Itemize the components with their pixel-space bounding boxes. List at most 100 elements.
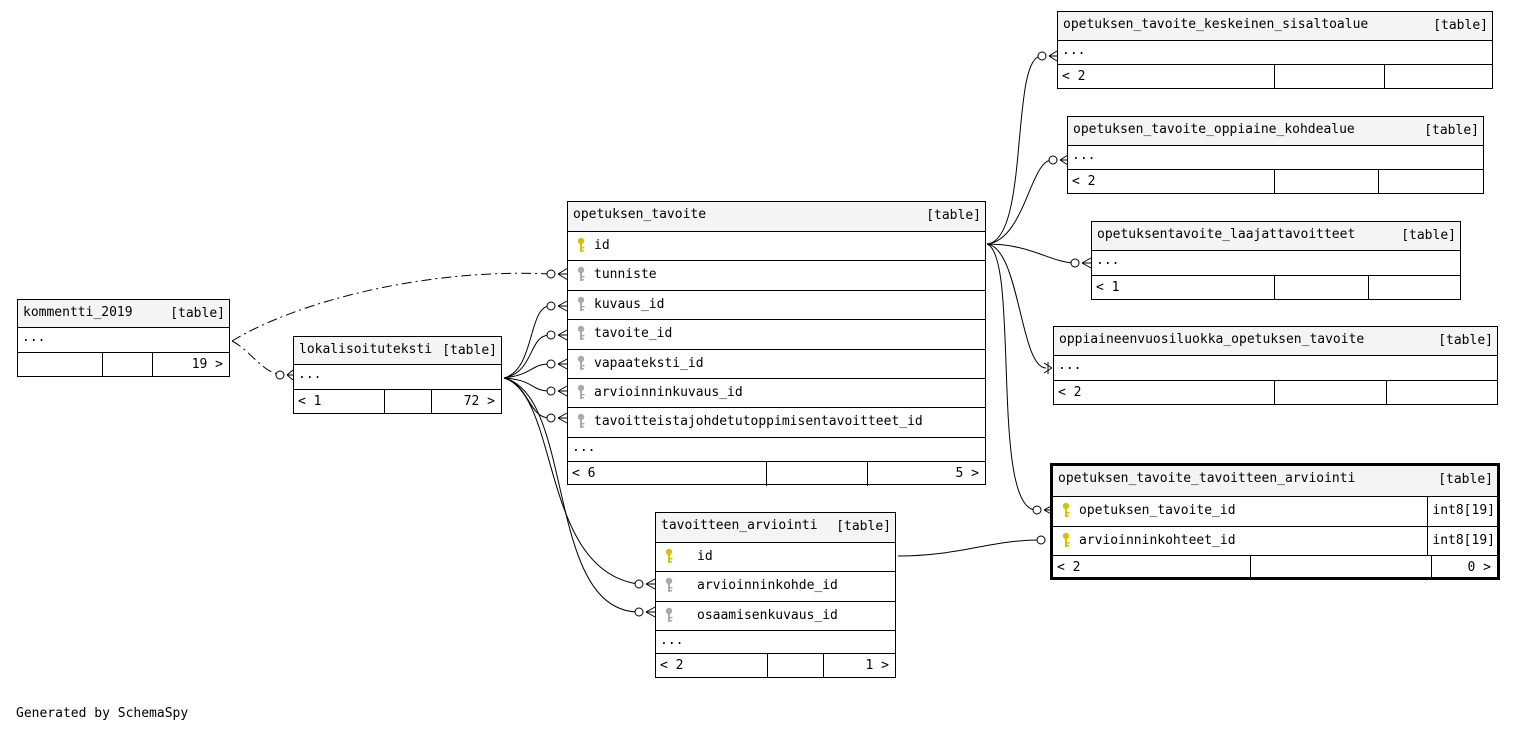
more-columns: ... — [1096, 253, 1120, 268]
column-row[interactable]: id — [656, 543, 895, 573]
table-ot-keskeinen-sisaltoalue[interactable]: opetuksen_tavoite_keskeinen_sisaltoalue … — [1057, 11, 1493, 89]
foreign-key-icon — [664, 577, 674, 593]
parents-count[interactable]: < 2 — [660, 657, 684, 673]
column-name: opetuksen_tavoite_id — [1079, 503, 1236, 518]
parents-count[interactable]: < 2 — [1062, 69, 1086, 84]
column-row[interactable]: arvioinninkohteet_id int8[19] — [1053, 526, 1497, 556]
table-kommentti-2019[interactable]: kommentti_2019 [table] ... 19 > — [17, 299, 230, 377]
foreign-key-icon — [664, 607, 674, 623]
crowfoot-marks — [286, 50, 1092, 618]
column-row[interactable]: vapaateksti_id — [568, 350, 985, 379]
column-name: id — [594, 238, 610, 253]
column-row[interactable]: kuvaus_id — [568, 291, 985, 321]
optional-circles — [275, 51, 1080, 617]
children-count[interactable]: 19 > — [191, 357, 223, 372]
table-ot-oppiaine-kohdealue[interactable]: opetuksen_tavoite_oppiaine_kohdealue [ta… — [1067, 116, 1484, 194]
children-count[interactable]: 0 > — [1467, 560, 1491, 575]
table-kind: [table] — [1438, 472, 1493, 487]
foreign-key-icon — [576, 325, 586, 341]
primary-key-icon — [664, 548, 674, 564]
column-row[interactable]: opetuksen_tavoite_id int8[19] — [1053, 497, 1497, 527]
children-count[interactable]: 1 > — [865, 657, 889, 673]
table-name: opetuksen_tavoite_tavoitteen_arviointi — [1058, 471, 1356, 486]
column-row[interactable]: arvioinninkohde_id — [656, 572, 895, 602]
relation-ot-laaja — [986, 243, 1075, 264]
column-row[interactable]: osaamisenkuvaus_id — [656, 602, 895, 631]
relation-kommentti-lokalisoituteksti — [231, 340, 280, 375]
more-columns: ... — [572, 439, 596, 455]
column-row[interactable]: tavoitteistajohdetutoppimisentavoitteet_… — [568, 408, 985, 438]
column-name: tavoite_id — [594, 326, 673, 342]
column-name: osaamisenkuvaus_id — [697, 607, 838, 623]
table-name: opetuksentavoite_laajattavoitteet — [1097, 227, 1356, 242]
relation-ot-vuosiluokka — [986, 243, 1047, 369]
relation-lokalisoituteksti-arvioinninkohde — [503, 377, 639, 585]
relation-lokalisoituteksti-vapaateksti — [503, 363, 551, 379]
children-count[interactable]: 72 > — [463, 394, 495, 409]
foreign-key-icon — [576, 413, 586, 429]
relation-lokalisoituteksti-osaamisenkuvaus — [503, 377, 639, 613]
table-name: kommentti_2019 — [23, 305, 133, 320]
table-kind: [table] — [1401, 228, 1456, 243]
column-name: id — [697, 549, 713, 564]
more-columns: ... — [298, 367, 322, 382]
more-columns: ... — [1062, 43, 1086, 58]
parents-count[interactable]: < 2 — [1072, 174, 1096, 189]
column-name: arvioinninkohteet_id — [1079, 532, 1236, 548]
more-columns: ... — [660, 632, 684, 648]
column-row[interactable]: tavoite_id — [568, 320, 985, 350]
parents-count[interactable]: < 1 — [298, 394, 322, 409]
table-lokalisoituteksti[interactable]: lokalisoituteksti [table] ... < 1 72 > — [293, 336, 502, 414]
table-opetuksentavoite-laajattavoitteet[interactable]: opetuksentavoite_laajattavoitteet [table… — [1091, 221, 1461, 300]
table-name: opetuksen_tavoite_keskeinen_sisaltoalue — [1063, 17, 1369, 32]
foreign-key-icon — [576, 296, 586, 312]
table-ot-tavoitteen-arviointi[interactable]: opetuksen_tavoite_tavoitteen_arviointi [… — [1050, 463, 1500, 580]
relation-lokalisoituteksti-tavoitteista — [503, 377, 551, 419]
table-kind: [table] — [1424, 123, 1479, 138]
more-columns: ... — [1072, 148, 1096, 163]
relation-ot-kohdealue — [986, 159, 1053, 245]
foreign-key-icon — [576, 384, 586, 400]
parents-count[interactable]: < 6 — [572, 465, 596, 481]
relation-lokalisoituteksti-kuvaus — [503, 305, 551, 379]
parents-count[interactable]: < 2 — [1057, 560, 1081, 575]
more-columns: ... — [22, 330, 46, 345]
primary-key-icon — [1061, 532, 1071, 548]
relation-ot-keskeinen — [986, 55, 1042, 245]
foreign-key-icon — [576, 355, 586, 371]
table-kind: [table] — [836, 519, 891, 534]
table-name: oppiaineenvuosiluokka_opetuksen_tavoite — [1059, 332, 1365, 347]
table-name: opetuksen_tavoite — [573, 207, 707, 222]
column-type: int8[19] — [1427, 497, 1497, 526]
table-kind: [table] — [442, 343, 497, 358]
column-list: id tunniste kuvaus_id tavoite_id vapaateksti… — [568, 232, 985, 438]
table-kind: [table] — [1438, 333, 1493, 348]
table-kind: [table] — [170, 306, 225, 321]
parents-count[interactable]: < 1 — [1096, 280, 1120, 295]
parents-count[interactable]: < 2 — [1058, 385, 1082, 400]
table-kind: [table] — [1433, 18, 1488, 33]
column-name: arvioinninkuvaus_id — [594, 384, 743, 400]
relation-ot-arviointi — [986, 243, 1037, 511]
table-oppiaineenvuosiluokka-ot[interactable]: oppiaineenvuosiluokka_opetuksen_tavoite … — [1053, 326, 1498, 405]
column-name: kuvaus_id — [594, 296, 665, 312]
generated-by-credit: Generated by SchemaSpy — [16, 706, 189, 721]
children-count[interactable]: 5 > — [955, 465, 979, 481]
primary-key-icon — [1061, 502, 1071, 518]
column-name: tunniste — [594, 267, 657, 283]
relation-kommentti-tunniste — [231, 272, 551, 342]
primary-key-icon — [576, 237, 586, 253]
column-row[interactable]: arvioinninkuvaus_id — [568, 379, 985, 409]
column-row[interactable]: id — [568, 232, 985, 262]
column-type: int8[19] — [1427, 526, 1497, 555]
column-row[interactable]: tunniste — [568, 261, 985, 291]
column-name: vapaateksti_id — [594, 355, 704, 371]
column-list: id arvioinninkohde_id osaamisenkuvaus_id — [656, 543, 895, 631]
relation-ta-arviointi — [897, 539, 1041, 557]
relation-lokalisoituteksti-tavoite — [503, 334, 551, 379]
foreign-key-icon — [576, 266, 586, 282]
